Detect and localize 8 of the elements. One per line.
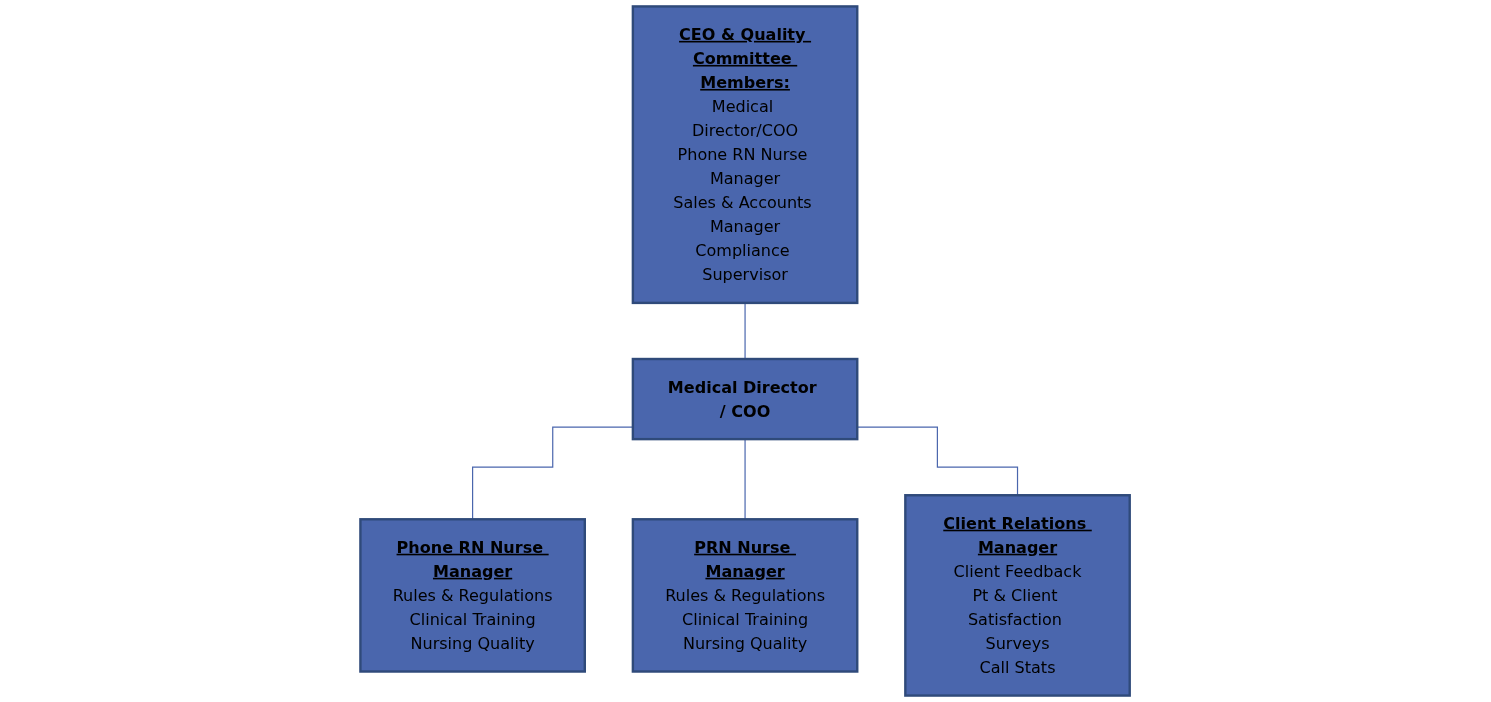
connector	[472, 426, 634, 520]
node-box: Medical Director / COO	[632, 357, 859, 441]
connector	[857, 426, 1019, 496]
connector	[744, 302, 747, 360]
node-box: Client Relations Manager Client Feedback Pt & Client Satisfaction Surveys Call Stats	[904, 494, 1132, 697]
node-box: CEO & Quality Committee Members: Medical Director/COO Phone RN Nurse Manager Sales & Accounts Manager Compliance Supervisor	[632, 5, 859, 305]
node-box: PRN Nurse Manager Rules & Regulations Clinical Training Nursing Quality	[632, 518, 859, 673]
node-box: Phone RN Nurse Manager Rules & Regulations Clinical Training Nursing Quality	[359, 518, 587, 673]
